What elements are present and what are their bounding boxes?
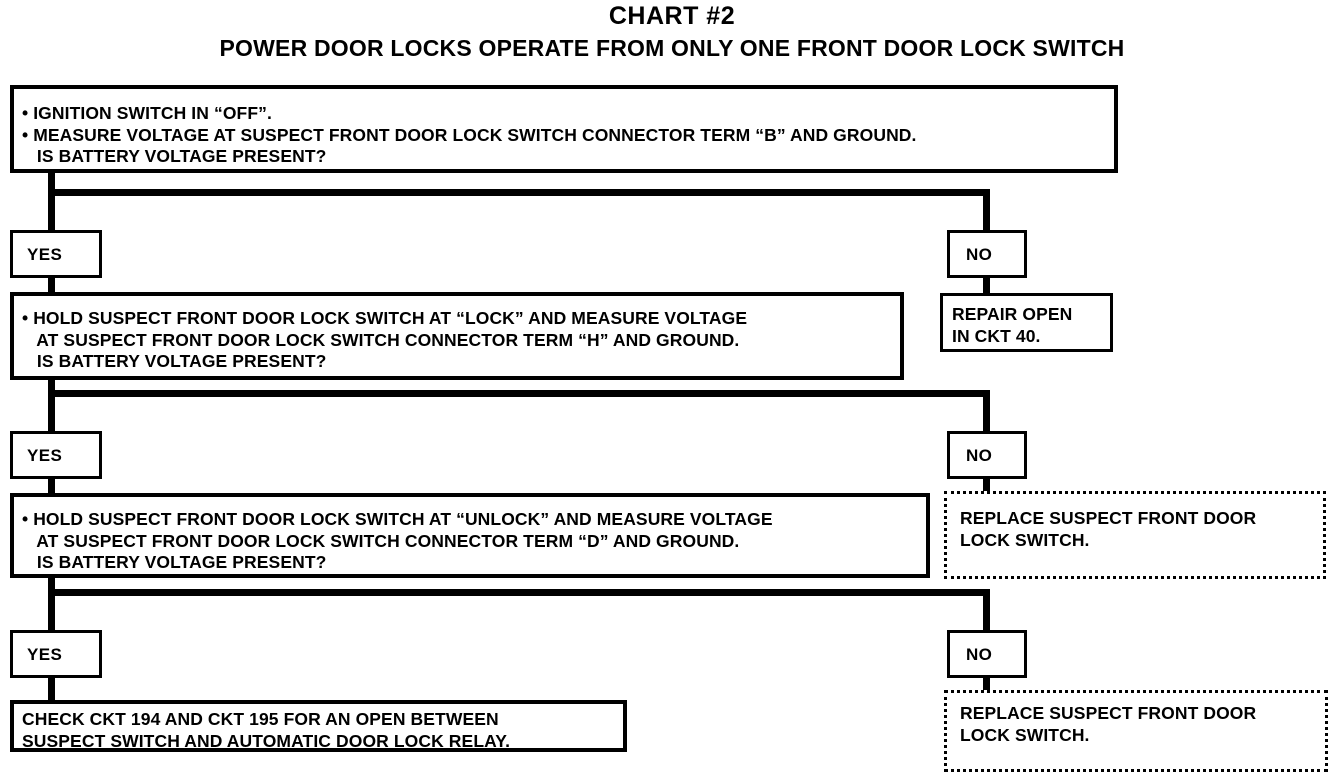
outcome-2-text: REPLACE SUSPECT FRONT DOOR LOCK SWITCH. <box>960 508 1257 550</box>
connector-branch-bar-1 <box>48 189 990 196</box>
branch-no-2-label: NO <box>966 446 993 465</box>
step-1-box <box>10 85 1118 173</box>
connector-yes3-to-final <box>48 676 55 702</box>
branch-yes-1 <box>10 230 102 278</box>
branch-yes-2 <box>10 431 102 479</box>
connector-branch-bar-2 <box>48 390 990 397</box>
connector-yes1-to-step2 <box>48 276 55 294</box>
outcome-final-box <box>10 700 627 752</box>
branch-yes-2-label: YES <box>27 446 63 465</box>
page-subtitle: POWER DOOR LOCKS OPERATE FROM ONLY ONE F… <box>219 35 1125 61</box>
connector-step3-trunk <box>48 578 55 594</box>
connector-yes3-drop <box>48 589 55 631</box>
step-3-box <box>10 493 930 578</box>
outcome-1-box <box>940 293 1113 352</box>
connector-yes1-drop <box>48 189 55 233</box>
step-3-text: • HOLD SUSPECT FRONT DOOR LOCK SWITCH AT… <box>22 509 773 572</box>
branch-yes-3 <box>10 630 102 678</box>
branch-yes-1-label: YES <box>27 245 63 264</box>
connector-no1-to-outcome1 <box>983 276 990 294</box>
outcome-2-box <box>944 491 1326 579</box>
connector-step1-trunk <box>48 173 55 193</box>
branch-no-1-label: NO <box>966 245 993 264</box>
connector-no3-to-outcome3 <box>983 676 990 692</box>
outcome-final-text: CHECK CKT 194 AND CKT 195 FOR AN OPEN BE… <box>22 709 511 751</box>
outcome-1-text: REPAIR OPEN IN CKT 40. <box>952 304 1073 346</box>
connector-no1-drop <box>983 189 990 233</box>
step-1-text: • IGNITION SWITCH IN “OFF”. • MEASURE VO… <box>22 103 917 166</box>
connector-no2-drop <box>983 390 990 434</box>
connector-step2-trunk <box>48 380 55 396</box>
connector-no3-drop <box>983 589 990 631</box>
page-title: CHART #2 <box>608 2 736 30</box>
connector-yes2-drop <box>48 390 55 434</box>
branch-yes-3-label: YES <box>27 645 63 664</box>
step-2-box <box>10 292 904 380</box>
outcome-3-text: REPLACE SUSPECT FRONT DOOR LOCK SWITCH. <box>960 703 1257 745</box>
branch-no-3-label: NO <box>966 645 993 664</box>
branch-no-2 <box>947 431 1027 479</box>
connector-no2-to-outcome2 <box>983 477 990 493</box>
outcome-3-box <box>944 690 1328 772</box>
connector-yes2-to-step3 <box>48 477 55 495</box>
connector-branch-bar-3 <box>48 589 990 596</box>
step-2-text: • HOLD SUSPECT FRONT DOOR LOCK SWITCH AT… <box>22 308 748 371</box>
